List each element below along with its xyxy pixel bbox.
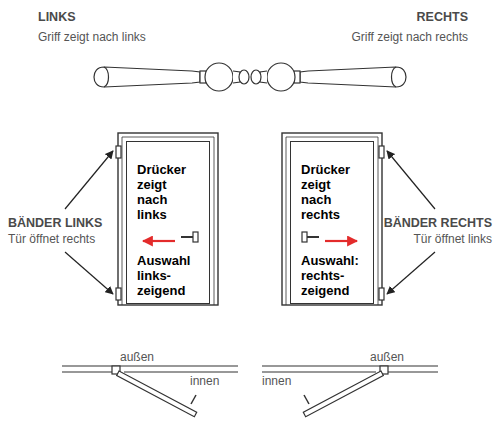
caption-label: innen: [262, 374, 291, 388]
direction-arrow: [143, 240, 175, 242]
door-frame: [118, 133, 218, 305]
wall-plan: [62, 366, 238, 372]
caption-label: außen: [120, 350, 154, 364]
door-leaf: Drücker zeigt nach rechtsAuswahl: rechts…: [290, 141, 374, 304]
caption-label: LINKS: [38, 10, 76, 24]
mirrored-door: [251, 63, 438, 417]
handle-rose: [205, 63, 233, 91]
caption-label: BÄNDER RECHTS: [384, 216, 492, 230]
lever-end: [104, 67, 109, 87]
door-leaf: Drücker zeigt nach linksAuswahl links-ze…: [126, 141, 210, 304]
caption-label: Tür öffnet rechts: [8, 232, 95, 246]
caption-label: innen: [190, 374, 219, 388]
caption-label: außen: [370, 350, 404, 364]
door-leaf-plan: [117, 371, 197, 417]
caption-label: RECHTS: [417, 10, 468, 24]
caption-label: BÄNDER LINKS: [8, 216, 102, 230]
door-text: Drücker zeigt nach rechts: [301, 162, 361, 222]
door-text: Drücker zeigt nach links: [137, 162, 197, 222]
door-text: Auswahl: rechts-zeigend: [301, 253, 361, 298]
hinge: [116, 288, 121, 300]
caption-label: Griff zeigt nach links: [38, 30, 146, 44]
caption-label: Tür öffnet links: [414, 232, 492, 246]
door-text: Auswahl links-zeigend: [137, 253, 197, 298]
door-handle-rose: [193, 232, 198, 242]
hinge: [116, 146, 121, 158]
rose-cap: [239, 70, 249, 84]
handle-plan: [191, 395, 196, 404]
hinge-pointer: [65, 151, 113, 209]
lever-handle: [94, 67, 200, 87]
door-handle-lever: [181, 236, 193, 238]
caption-label: Griff zeigt nach rechts: [352, 30, 469, 44]
door-frame-inner: [122, 137, 214, 305]
hinge-pointer: [65, 252, 113, 294]
